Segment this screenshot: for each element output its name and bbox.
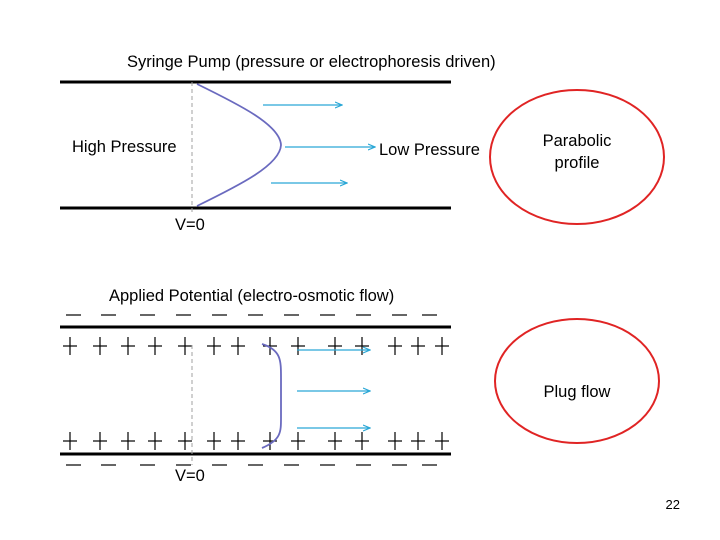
plus-sign — [231, 337, 245, 355]
slide-number: 22 — [665, 497, 680, 512]
plug-flow-profile-curve — [261, 343, 282, 449]
plug-flow-bubble — [494, 318, 660, 444]
plus-sign — [207, 337, 221, 355]
top-voltage-label: V=0 — [175, 216, 205, 234]
plus-sign — [355, 432, 369, 450]
upper-inner-charge-row — [63, 337, 449, 355]
bottom-voltage-label: V=0 — [175, 467, 205, 485]
plus-sign — [388, 337, 402, 355]
plus-sign — [388, 432, 402, 450]
plus-sign — [148, 337, 162, 355]
plus-sign — [355, 337, 369, 355]
plus-sign — [411, 337, 425, 355]
plus-sign — [148, 432, 162, 450]
plus-sign — [435, 337, 449, 355]
plus-sign — [178, 432, 192, 450]
plus-sign — [178, 337, 192, 355]
plus-sign — [63, 337, 77, 355]
plus-sign — [121, 337, 135, 355]
top-title: Syringe Pump (pressure or electrophoresi… — [127, 53, 496, 71]
plug-flow-label: Plug flow — [544, 383, 611, 401]
parabolic-bubble-line2: profile — [555, 154, 600, 172]
plus-sign — [291, 432, 305, 450]
plus-sign — [121, 432, 135, 450]
plus-sign — [93, 337, 107, 355]
lower-inner-charge-row — [63, 432, 449, 450]
low-pressure-label: Low Pressure — [379, 141, 480, 159]
parabolic-profile-curve — [196, 83, 282, 207]
plus-sign — [435, 432, 449, 450]
plus-sign — [63, 432, 77, 450]
parabolic-profile-bubble — [489, 89, 665, 225]
bottom-title: Applied Potential (electro-osmotic flow) — [109, 287, 394, 305]
plus-sign — [328, 432, 342, 450]
plus-sign — [328, 337, 342, 355]
plus-sign — [411, 432, 425, 450]
plus-sign — [291, 337, 305, 355]
plus-sign — [207, 432, 221, 450]
plus-sign — [93, 432, 107, 450]
parabolic-bubble-line1: Parabolic — [543, 132, 612, 150]
plus-sign — [231, 432, 245, 450]
high-pressure-label: High Pressure — [72, 138, 177, 156]
